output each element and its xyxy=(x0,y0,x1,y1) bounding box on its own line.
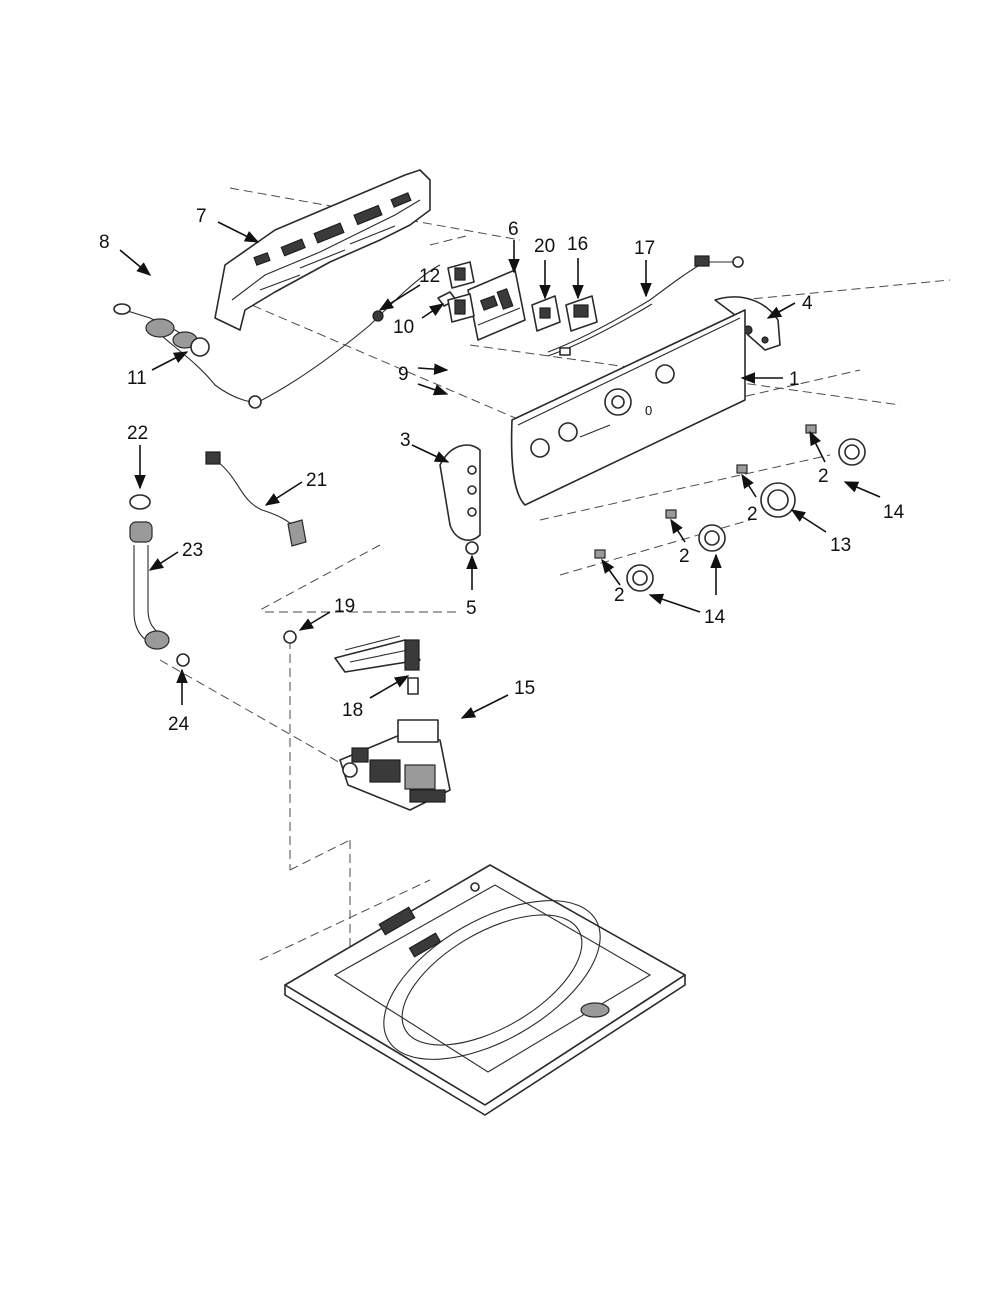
callout-2-b: 2 xyxy=(747,504,758,525)
screw-part-19 xyxy=(283,630,297,644)
bracket-part-18 xyxy=(334,635,421,695)
panel-knob-mark: 0 xyxy=(645,403,652,418)
callout-16: 17 xyxy=(634,238,655,259)
control-board-part xyxy=(467,269,526,341)
callout-2-c: 2 xyxy=(679,546,690,567)
leader-arrows xyxy=(119,221,881,719)
callout-8: 8 xyxy=(99,232,110,253)
callout-10: 10 xyxy=(393,317,414,338)
selector-switch-part-9 xyxy=(447,261,475,323)
switch-part-15 xyxy=(565,295,598,332)
side-cap-part xyxy=(439,444,481,541)
callout-3: 3 xyxy=(400,430,411,451)
knobs-group xyxy=(626,438,866,592)
callout-12: 12 xyxy=(419,266,440,287)
wire-harness-part-21 xyxy=(205,451,307,547)
callout-6: 6 xyxy=(508,219,519,240)
callout-14-a: 14 xyxy=(883,502,905,523)
callout-2-d: 2 xyxy=(614,585,625,606)
callout-2-a: 2 xyxy=(818,466,829,487)
callout-20: 20 xyxy=(534,236,555,257)
callout-15: 16 xyxy=(567,234,588,255)
callout-14-b: 14 xyxy=(704,607,726,628)
callout-labels: 7 8 11 12 10 6 20 16 17 9 4 1 3 5 2 14 2… xyxy=(99,206,905,735)
callout-13: 13 xyxy=(830,535,851,556)
callout-9: 9 xyxy=(398,364,409,385)
callout-24: 24 xyxy=(168,714,190,735)
callout-1: 1 xyxy=(789,369,800,390)
fill-hose-part xyxy=(129,494,190,667)
switch-part-20 xyxy=(531,295,561,332)
callout-18: 18 xyxy=(342,700,363,721)
control-panel-part: 0 xyxy=(510,309,746,506)
knob-clips-group xyxy=(594,424,817,559)
callout-22: 22 xyxy=(127,423,148,444)
callout-21: 21 xyxy=(306,470,327,491)
cabinet-top-part xyxy=(284,864,686,1116)
valve-assembly-part-17 xyxy=(339,719,451,811)
wire-harness-part-16 xyxy=(547,255,744,357)
screw-part-5 xyxy=(465,541,479,555)
callout-19: 19 xyxy=(334,596,355,617)
callout-11: 11 xyxy=(127,368,147,389)
callout-4: 4 xyxy=(802,293,813,314)
callout-7: 7 xyxy=(196,206,207,227)
console-backsplash-part xyxy=(214,169,431,331)
callout-17: 15 xyxy=(514,678,535,699)
callout-5: 5 xyxy=(466,598,477,619)
callout-23: 23 xyxy=(182,540,203,561)
